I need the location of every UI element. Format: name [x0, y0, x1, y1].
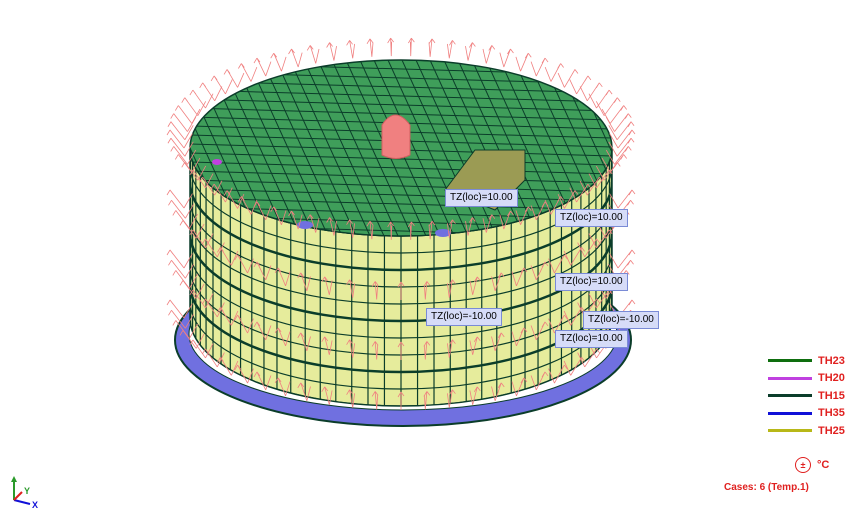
legend-swatch	[768, 359, 812, 363]
legend-swatch	[768, 429, 812, 433]
legend-item: TH20	[768, 370, 845, 388]
tz-label[interactable]: TZ(loc)=-10.00	[583, 311, 659, 329]
units-label: °C	[817, 459, 830, 471]
legend-item: TH35	[768, 405, 845, 423]
tz-label[interactable]: TZ(loc)=10.00	[445, 189, 518, 207]
load-arrows	[166, 37, 636, 410]
triad-x-label: X	[32, 500, 38, 510]
tz-label[interactable]: TZ(loc)=10.00	[555, 273, 628, 291]
legend-item: TH15	[768, 387, 845, 405]
legend-label: TH23	[818, 354, 845, 367]
triad-y-axis	[13, 491, 23, 501]
legend-swatch	[768, 411, 812, 415]
triad-y-label: Y	[24, 486, 30, 496]
cases-status: Cases: 6 (Temp.1)	[724, 482, 809, 493]
legend-label: TH35	[818, 407, 845, 420]
legend-item: TH23	[768, 352, 845, 370]
legend-swatch	[768, 394, 812, 398]
tz-label[interactable]: TZ(loc)=10.00	[555, 330, 628, 348]
legend-swatch	[768, 376, 812, 380]
thickness-legend: TH23 TH20 TH15 TH35 TH25	[768, 352, 845, 440]
plus-minus-icon[interactable]: ±	[795, 457, 811, 473]
roof-marker	[212, 159, 222, 165]
axis-triad-icon: Y X	[11, 476, 38, 510]
roof-marker	[297, 221, 313, 229]
roof-marker	[435, 229, 451, 237]
triad-z-arrow	[11, 476, 17, 482]
units-indicator: ± °C	[795, 457, 829, 473]
legend-label: TH15	[818, 389, 845, 402]
tz-label[interactable]: TZ(loc)=10.00	[555, 209, 628, 227]
legend-label: TH20	[818, 372, 845, 385]
tz-label[interactable]: TZ(loc)=-10.00	[426, 308, 502, 326]
legend-label: TH25	[818, 424, 845, 437]
roof-nozzle	[381, 114, 411, 159]
legend-item: TH25	[768, 422, 845, 440]
triad-x-axis	[13, 499, 31, 505]
